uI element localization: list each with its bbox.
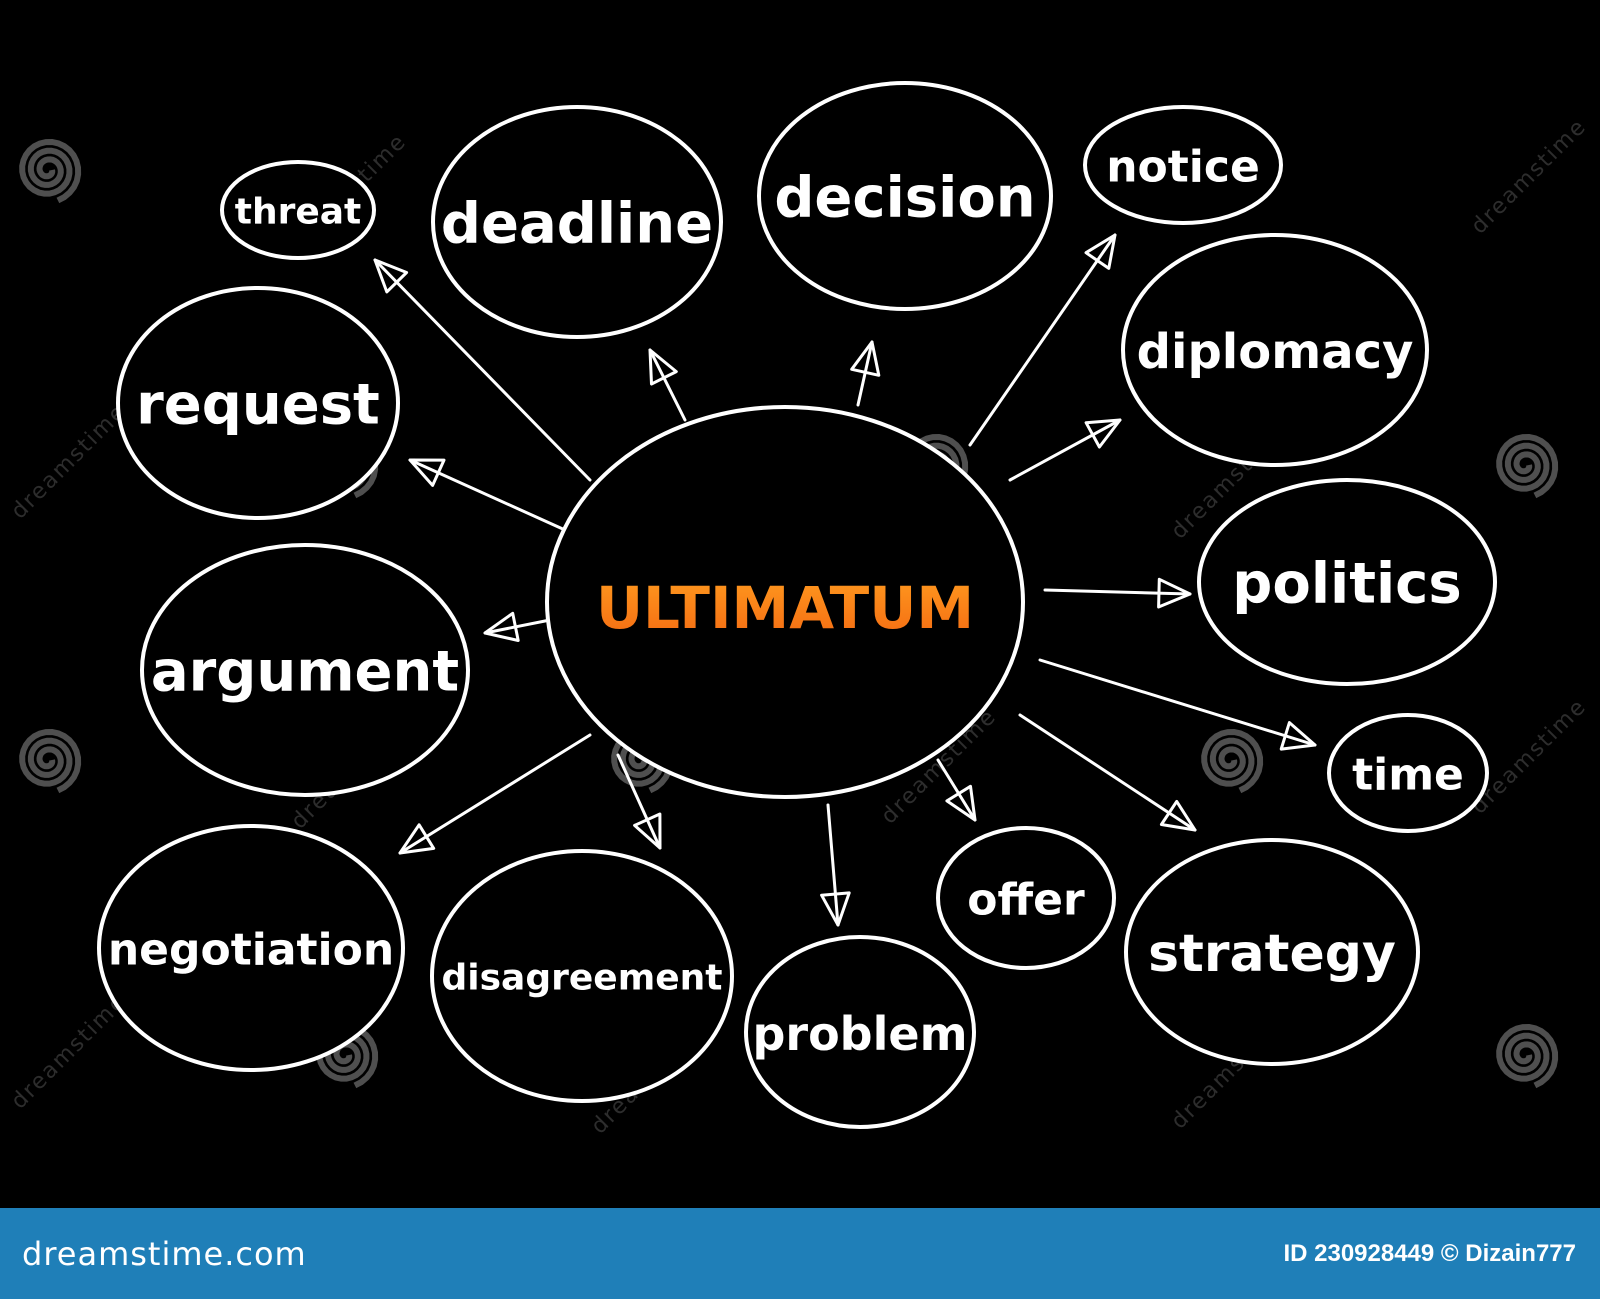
arrowhead-hatch-deadline [649, 349, 665, 379]
node-ellipse-time [1327, 713, 1489, 833]
node-request: request [116, 286, 400, 520]
arrowhead-hatch-strategy [1168, 812, 1196, 831]
connector-strategy [1018, 713, 1197, 832]
node-label-diplomacy: diplomacy [1137, 324, 1414, 380]
footer-image-id: ID 230928449 © Dizain777 [1283, 1239, 1576, 1267]
node-label-politics: politics [1232, 552, 1461, 617]
arrowhead-argument [483, 611, 520, 642]
connector-notice [968, 233, 1117, 447]
arrowhead-hatch-offer [957, 793, 976, 821]
arrowhead-hatch-negotiation [399, 835, 427, 854]
node-decision: decision [757, 81, 1053, 311]
node-label-offer: offer [967, 875, 1085, 926]
node-ellipse-disagreement [430, 849, 734, 1103]
node-ellipse-notice [1083, 105, 1283, 225]
center-label: ULTIMATUM [596, 574, 974, 642]
node-offer: offer [936, 826, 1116, 970]
arrowhead-hatch-threat [374, 259, 398, 283]
watermark-text: dreamstime [7, 399, 132, 524]
arrowhead-problem [820, 891, 851, 927]
node-label-disagreement: disagreement [442, 958, 723, 999]
connector-negotiation [398, 733, 592, 855]
node-negotiation: negotiation [97, 824, 405, 1072]
watermark-spiral-icon [1496, 1023, 1559, 1089]
connector-arrows [373, 233, 1317, 927]
node-ellipse-negotiation [97, 824, 405, 1072]
arrowhead-deadline [648, 348, 678, 386]
node-disagreement: disagreement [430, 849, 734, 1103]
arrowhead-hatch-request [409, 459, 439, 474]
topic-nodes: threat deadline decision notice diplomacy req… [97, 81, 1497, 1129]
node-diplomacy: diplomacy [1121, 233, 1429, 467]
node-time: time [1327, 713, 1489, 833]
watermark-spiral-icon [1201, 728, 1264, 794]
arrowhead-disagreement [633, 812, 662, 850]
arrowhead-strategy [1159, 799, 1197, 832]
node-label-threat: threat [235, 192, 362, 233]
footer-logo: dreamstime.com [22, 1234, 307, 1273]
node-label-problem: problem [752, 1007, 967, 1061]
arrowhead-hatch-time [1285, 734, 1316, 746]
arrowhead-hatch-problem [834, 894, 839, 926]
node-notice: notice [1083, 105, 1283, 225]
node-label-argument: argument [151, 640, 459, 705]
node-label-notice: notice [1106, 142, 1260, 193]
watermark-spiral-icon [1496, 433, 1559, 499]
watermark-text: dreamstime [7, 989, 132, 1114]
center-ellipse [545, 405, 1025, 799]
arrowhead-notice [1084, 233, 1117, 270]
watermark-spiral-icon [19, 138, 82, 204]
node-ellipse-strategy [1124, 838, 1420, 1066]
arrowhead-request [408, 458, 446, 487]
arrowhead-hatch-argument [484, 625, 516, 634]
connector-time [1038, 658, 1317, 747]
connector-threat [373, 258, 592, 482]
watermark-text: dreamstime [1467, 114, 1592, 239]
watermark-spiral-icon [19, 728, 82, 794]
node-problem: problem [744, 935, 976, 1129]
node-strategy: strategy [1124, 838, 1420, 1066]
node-ellipse-offer [936, 826, 1116, 970]
arrowhead-hatch-notice [1096, 234, 1116, 262]
node-ellipse-diplomacy [1121, 233, 1429, 467]
node-deadline: deadline [431, 105, 723, 339]
node-label-time: time [1352, 750, 1464, 801]
node-argument: argument [140, 543, 470, 797]
node-label-request: request [136, 373, 380, 438]
node-ellipse-threat [220, 160, 376, 260]
arrowhead-hatch-decision [864, 341, 873, 373]
arrowhead-decision [850, 340, 881, 377]
node-ellipse-deadline [431, 105, 723, 339]
arrowhead-politics [1157, 577, 1192, 609]
node-threat: threat [220, 160, 376, 260]
node-ellipse-request [116, 286, 400, 520]
node-ellipse-politics [1197, 478, 1497, 686]
node-label-deadline: deadline [441, 192, 713, 257]
node-label-negotiation: negotiation [108, 925, 394, 976]
node-politics: politics [1197, 478, 1497, 686]
arrowhead-hatch-disagreement [646, 819, 661, 849]
node-ellipse-problem [744, 935, 976, 1129]
node-label-strategy: strategy [1148, 924, 1396, 984]
arrowhead-hatch-diplomacy [1092, 419, 1121, 436]
node-ellipse-decision [757, 81, 1053, 311]
node-ellipse-argument [140, 543, 470, 797]
arrowhead-hatch-politics [1158, 592, 1191, 595]
node-label-decision: decision [774, 166, 1035, 231]
stock-footer-bar: dreamstime.com ID 230928449 © Dizain777 [0, 1208, 1600, 1299]
center-node: ULTIMATUM [545, 405, 1025, 799]
